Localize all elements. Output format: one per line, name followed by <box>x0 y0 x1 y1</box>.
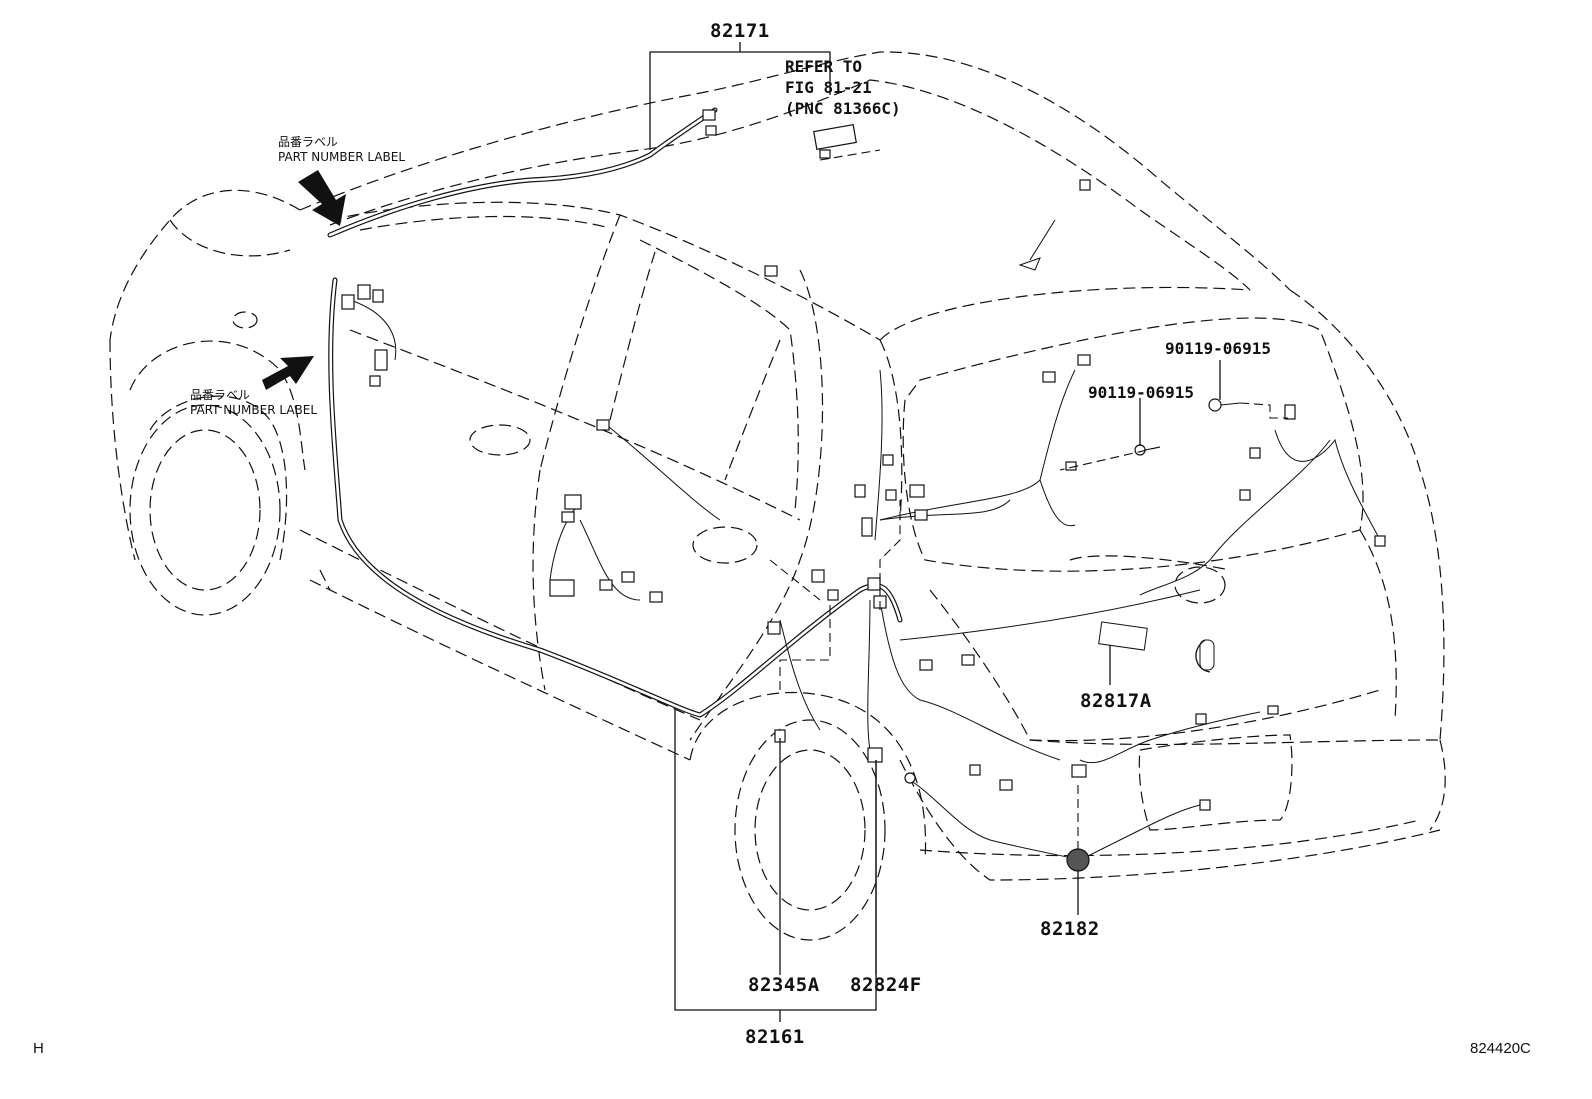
wire-harness-roof <box>327 107 718 238</box>
part-label-82345A: 82345A <box>748 974 820 996</box>
callout-en-top: PART NUMBER LABEL <box>278 150 406 164</box>
part-label-82182: 82182 <box>1040 918 1100 940</box>
callout-jp-bottom: 品番ラベル <box>190 388 251 402</box>
part-label-82171: 82171 <box>710 20 770 42</box>
callout-jp-top: 品番ラベル <box>278 135 339 149</box>
part-label-82817A: 82817A <box>1080 690 1152 712</box>
car-body-outline <box>109 51 1446 941</box>
callout-en-bottom: PART NUMBER LABEL <box>190 403 318 417</box>
part-label-82824F: 82824F <box>850 974 922 996</box>
corner-label-left: H <box>33 1040 44 1057</box>
part-label-90119-lower: 90119-06915 <box>1088 383 1194 402</box>
part-label-90119-upper: 90119-06915 <box>1165 339 1271 358</box>
wire-harness-rear <box>349 299 1381 861</box>
part-number-label-arrows <box>262 170 346 390</box>
wire-harness-floor <box>328 277 903 718</box>
part-label-82161: 82161 <box>745 1026 805 1048</box>
reference-note: REFER TO FIG 81-21 (PNC 81366C) <box>785 56 901 119</box>
reference-note-line3: (PNC 81366C) <box>785 99 901 118</box>
leader-lines <box>649 42 1288 1022</box>
reference-note-line1: REFER TO <box>785 57 863 76</box>
diagram-id: 824420C <box>1470 1040 1531 1057</box>
reference-note-line2: FIG 81-21 <box>785 78 872 97</box>
connectors <box>341 109 1386 872</box>
body-accents <box>1098 621 1215 673</box>
